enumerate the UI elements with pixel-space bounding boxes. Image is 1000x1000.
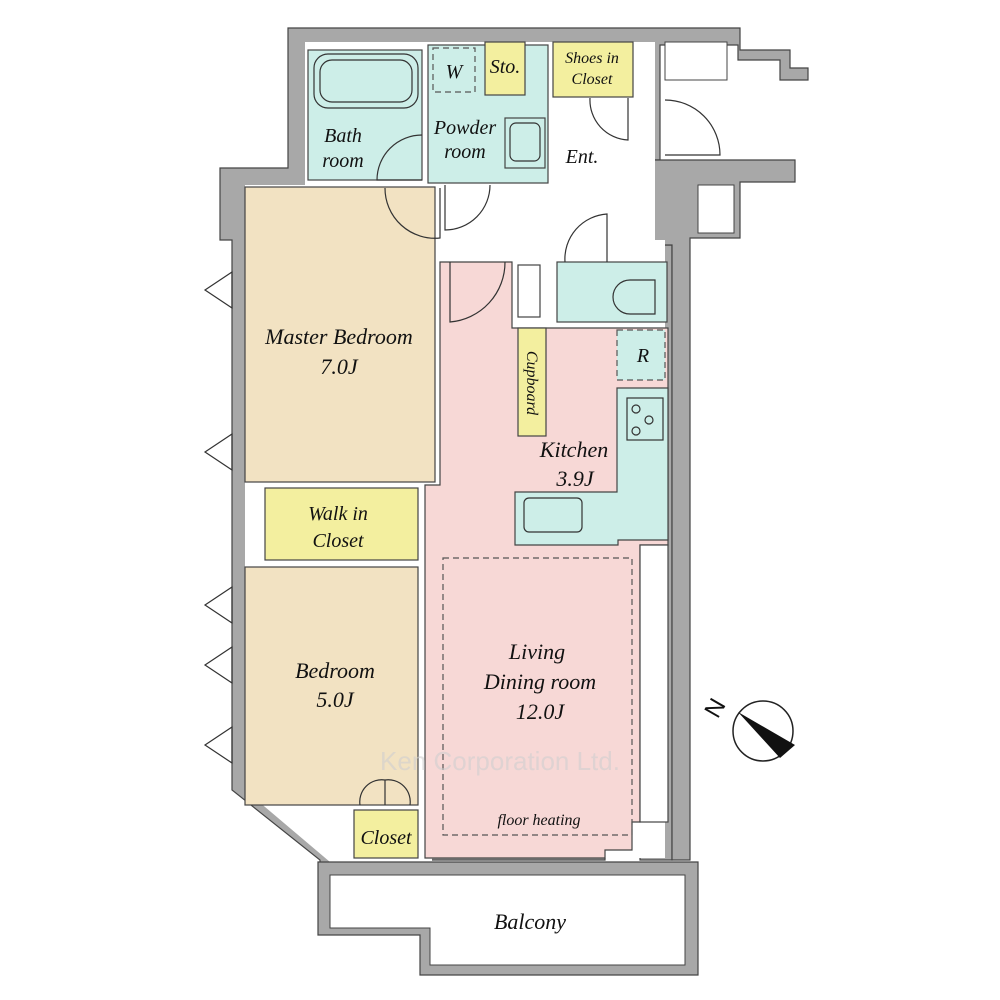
bedroom-label: Bedroom [295, 658, 375, 683]
sink-icon [509, 122, 541, 162]
closet [353, 809, 419, 859]
shoes-closet [552, 41, 634, 98]
storage-label: Sto. [490, 56, 521, 78]
refrigerator-space [616, 329, 666, 381]
master-bedroom [244, 186, 436, 483]
balcony-label: Balcony [494, 909, 566, 934]
storage [484, 41, 526, 96]
washer-space [432, 47, 476, 93]
walk-in-closet-label-2: Closet [312, 530, 364, 552]
cupboard-label: Cupboard [523, 351, 540, 416]
refrigerator-label: R [636, 345, 649, 367]
master-bedroom-label: Master Bedroom [264, 324, 413, 349]
bath-room [307, 49, 423, 181]
living-label: Living [508, 639, 565, 664]
compass-north-label: N [699, 694, 731, 723]
kitchen-sink-icon [523, 497, 583, 533]
cupboard [517, 327, 547, 437]
powder-label-2: room [444, 141, 485, 163]
bath-label-2: room [322, 150, 363, 172]
bath-label: Bath [324, 125, 362, 147]
floor-heating-area [442, 557, 633, 836]
bedroom [244, 566, 419, 806]
floor-heating-label: floor heating [497, 812, 580, 829]
storage-strip [639, 544, 669, 823]
walk-in-closet-label: Walk in [308, 503, 368, 525]
powder-label: Powder [433, 117, 496, 139]
kitchen-size: 3.9J [555, 466, 595, 491]
master-bedroom-size: 7.0J [320, 354, 359, 379]
washer-label: W [446, 61, 465, 83]
shoes-closet-label: Shoes in [565, 50, 619, 67]
shoes-closet-label-2: Closet [572, 71, 613, 88]
walk-in-closet [264, 487, 419, 561]
stove-icon [626, 397, 664, 441]
entrance-label: Ent. [565, 146, 599, 168]
compass-icon: N [699, 694, 795, 762]
bedroom-size: 5.0J [316, 687, 355, 712]
bathtub-icon [313, 53, 419, 109]
living-size: 12.0J [516, 699, 566, 724]
kitchen-label: Kitchen [539, 437, 608, 462]
closet-label: Closet [360, 827, 412, 849]
balcony [317, 861, 699, 976]
doors [203, 97, 721, 806]
dining-label: Dining room [483, 669, 596, 694]
kitchen-counter [514, 387, 669, 546]
toilet-icon [612, 279, 656, 315]
watermark: Ken Corporation Ltd. [380, 746, 620, 776]
toilet-room [556, 261, 668, 323]
